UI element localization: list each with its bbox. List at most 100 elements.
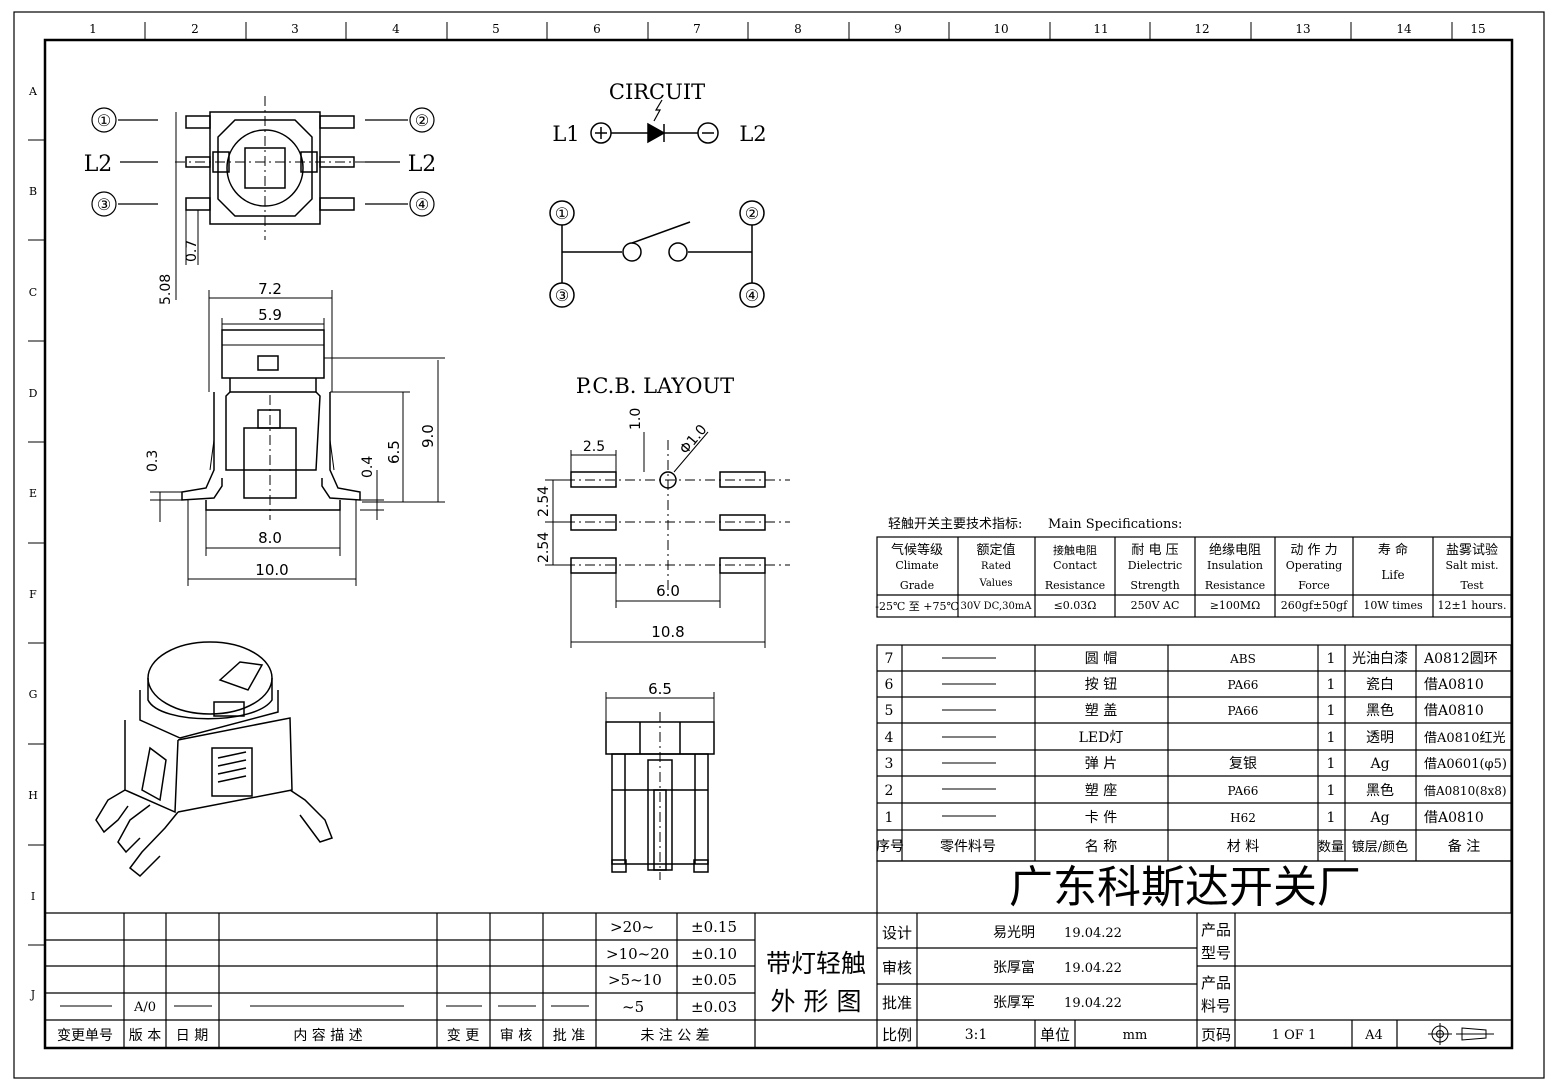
row-ruler — [28, 139, 45, 946]
bom-name: 卡 件 — [1085, 810, 1117, 826]
bom-qty: 1 — [1327, 783, 1336, 799]
bom-name: LED灯 — [1079, 730, 1124, 746]
tolerance-range: >5~10 — [608, 971, 662, 989]
spec-header-cn: 气候等级 — [891, 542, 943, 558]
bom-no: 6 — [885, 677, 894, 693]
circuit-pin: ③ — [555, 286, 569, 305]
spec-header-en: Resistance — [1205, 579, 1265, 592]
spec-header-en: Rated — [981, 561, 1012, 572]
dim-phi-1.0: Φ1.0 — [677, 422, 711, 458]
pin-label: ② — [415, 111, 429, 130]
isometric-view — [95, 641, 333, 878]
l2-right-label: L2 — [408, 152, 437, 177]
title-block-grid — [45, 860, 1512, 1048]
tolerance-range: ~5 — [622, 998, 644, 1016]
bom-name: 按 钮 — [1085, 677, 1117, 693]
spec-header-cn: 耐 电 压 — [1131, 543, 1178, 558]
spec-value: 250V AC — [1131, 599, 1180, 612]
row-label: D — [29, 387, 38, 400]
bom-qty: 1 — [1327, 677, 1336, 693]
bom-row: 7 圆 帽 ABS 1 光油白漆 A0812圆环 — [885, 651, 1498, 667]
bom-no: 2 — [885, 783, 894, 799]
page-value: 1 OF 1 — [1272, 1028, 1316, 1043]
specs-heading-en: Main Specifications: — [1048, 517, 1182, 532]
col-label: 7 — [693, 22, 701, 36]
row-label: B — [29, 185, 37, 198]
dim-0.7: 0.7 — [184, 240, 200, 262]
approve-label: 批准 — [882, 994, 912, 1012]
bom-note: 借A0810 — [1424, 703, 1484, 719]
dim-6.5: 6.5 — [385, 440, 403, 464]
bom-finish: 瓷白 — [1366, 677, 1394, 693]
tolerance-value: ±0.05 — [691, 971, 737, 989]
dim-2.54-upper: 2.54 — [536, 486, 552, 517]
review-name: 张厚富 — [993, 959, 1035, 976]
top-view — [175, 96, 365, 300]
tolerance-row: ~5 ±0.03 — [622, 998, 737, 1016]
tolerance-value: ±0.03 — [691, 998, 737, 1016]
scale-value: 3:1 — [965, 1027, 988, 1043]
bom-material: H62 — [1230, 811, 1256, 825]
approve-name: 张厚军 — [993, 995, 1035, 1011]
dim-9.0: 9.0 — [419, 424, 437, 448]
bom-finish: 黑色 — [1366, 782, 1394, 799]
bom-row: 1 卡 件 H62 1 Ag 借A0810 — [885, 810, 1484, 826]
bom-name: 塑 座 — [1085, 783, 1117, 799]
row-label: C — [29, 286, 37, 299]
circuit-pin: ④ — [745, 286, 759, 305]
bom-header-material: 材 料 — [1227, 839, 1259, 855]
bom-note: 借A0601(φ5) — [1424, 757, 1507, 772]
bom-note: 借A0810红光 — [1424, 730, 1505, 746]
spec-header-en: Climate — [895, 559, 938, 572]
dim-5.08: 5.08 — [158, 274, 174, 305]
col-label: 11 — [1093, 22, 1108, 36]
revision-version-value: A/0 — [133, 1000, 156, 1015]
drawing-title-line1: 带灯轻触 — [766, 949, 866, 978]
spec-value: ≥100MΩ — [1210, 599, 1261, 612]
circuit-title: CIRCUIT — [609, 80, 705, 104]
spec-header-en: Dielectric — [1128, 559, 1182, 572]
circuit-l2: L2 — [739, 122, 766, 146]
revision-header-approve: 批 准 — [553, 1028, 585, 1044]
col-label: 8 — [794, 22, 802, 36]
drawing-title-line2: 外 形 图 — [771, 987, 862, 1016]
bom-material: ABS — [1229, 652, 1256, 666]
side-view — [181, 329, 361, 520]
bom-qty: 1 — [1327, 703, 1336, 719]
size-value: A4 — [1364, 1028, 1383, 1043]
bom-finish: 黑色 — [1366, 702, 1394, 719]
spec-header-en: Life — [1381, 568, 1404, 582]
row-label: A — [28, 85, 38, 98]
tolerance-label: 未 注 公 差 — [640, 1028, 709, 1044]
column-ruler — [144, 22, 1453, 40]
col-label: 2 — [191, 22, 199, 36]
bom-finish: 透明 — [1366, 730, 1394, 746]
bom-name: 圆 帽 — [1085, 651, 1117, 667]
circuit-switch-symbol — [549, 200, 765, 308]
col-label: 1 — [89, 22, 97, 36]
bom-row: 4 LED灯 1 透明 借A0810红光 — [885, 730, 1506, 746]
bom-header-part: 零件料号 — [940, 839, 996, 855]
dim-0.4: 0.4 — [360, 456, 376, 478]
review-date: 19.04.22 — [1064, 961, 1122, 976]
pcb-title: P.C.B. LAYOUT — [576, 374, 734, 398]
spec-header-cn: 绝缘电阻 — [1209, 542, 1261, 558]
tolerance-range: >20~ — [610, 918, 654, 936]
review-label: 审核 — [882, 959, 912, 977]
model-label-1: 产品 — [1201, 921, 1231, 939]
pcb-dimensions — [548, 431, 766, 648]
spec-header-cn: 寿 命 — [1378, 542, 1408, 558]
tolerance-value: ±0.10 — [691, 945, 737, 963]
bom-row: 2 塑 座 PA66 1 黑色 借A0810(8x8) — [885, 782, 1507, 799]
spec-header-en: Grade — [900, 579, 934, 592]
projection-symbol-icon — [1428, 1023, 1494, 1045]
spec-value: 12±1 hours. — [1438, 599, 1507, 612]
bom-name: 弹 片 — [1085, 756, 1117, 772]
bom-row: 6 按 钮 PA66 1 瓷白 借A0810 — [885, 677, 1484, 693]
revision-header-content: 内 容 描 述 — [293, 1027, 362, 1044]
bom-note: 借A0810(8x8) — [1424, 784, 1507, 798]
bom-qty: 1 — [1327, 730, 1336, 746]
spec-header-cn: 动 作 力 — [1290, 543, 1337, 558]
spec-value: 30V DC,30mA — [960, 601, 1032, 612]
